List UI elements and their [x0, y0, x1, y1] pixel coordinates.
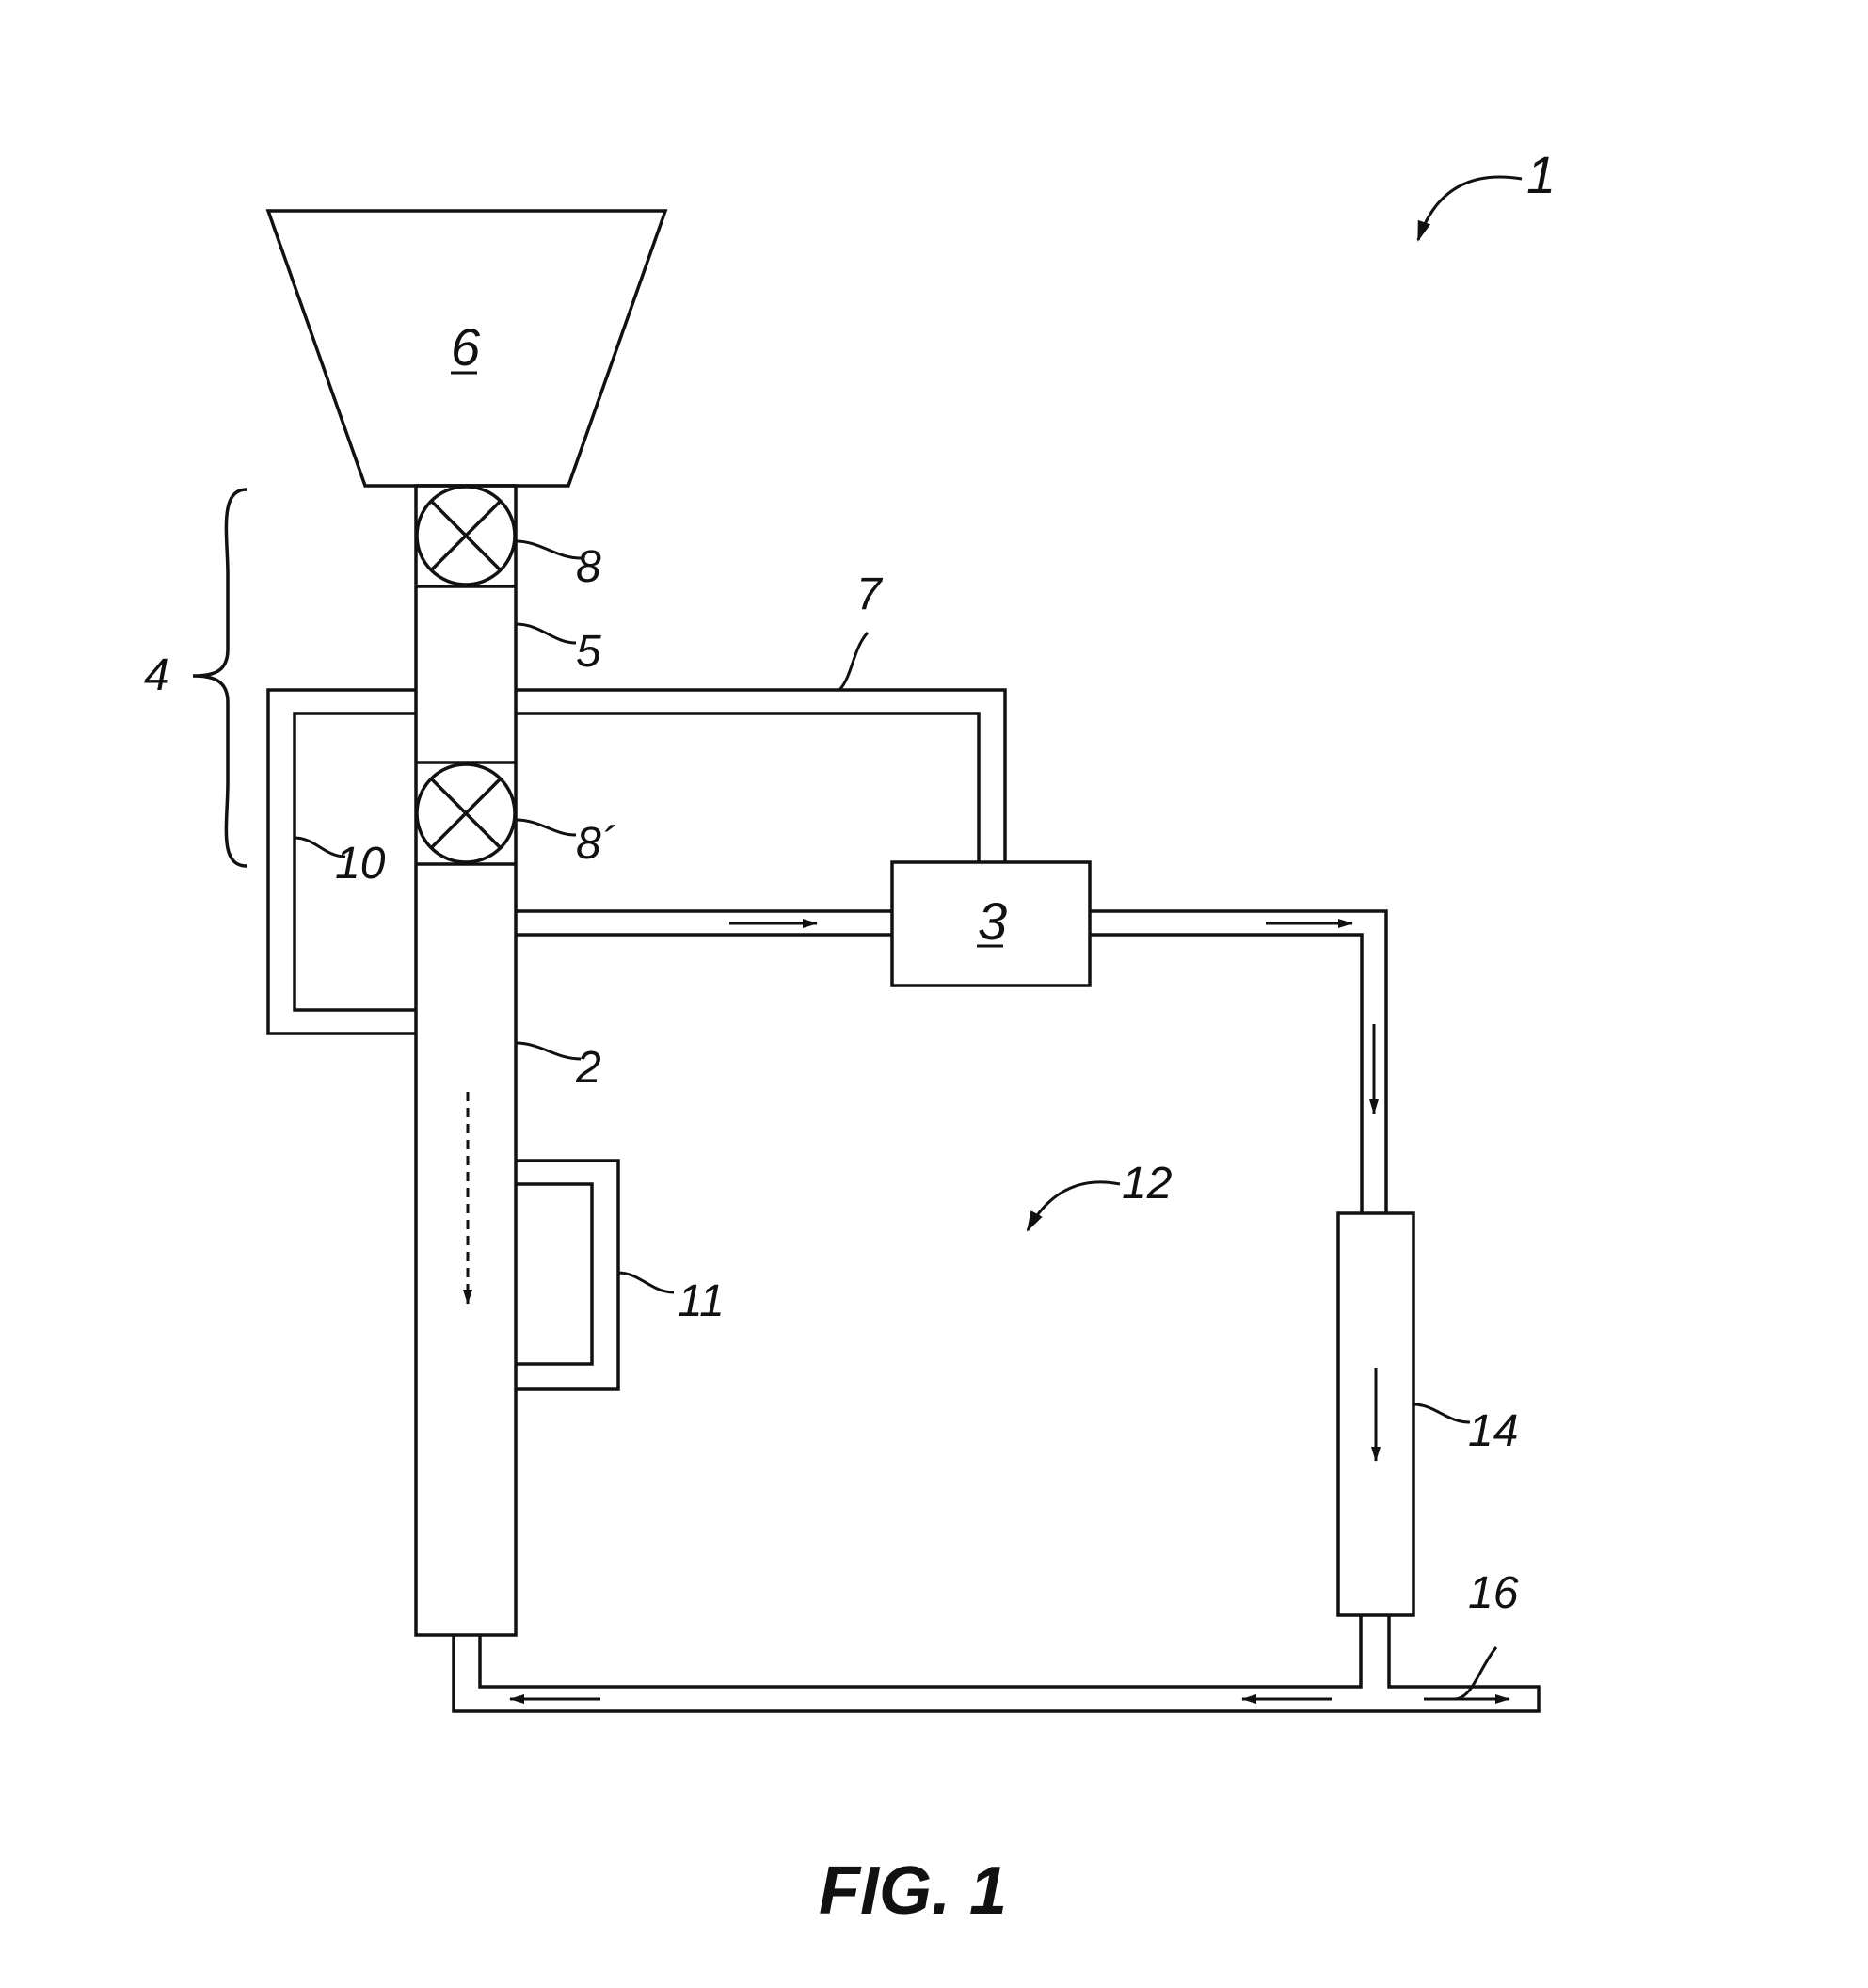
jacket-inner [516, 1184, 592, 1364]
return-line-outer [480, 1615, 1361, 1687]
label-11: 11 [678, 1276, 725, 1326]
label-2: 2 [575, 1043, 601, 1093]
label-4: 4 [144, 650, 169, 700]
main-pipe [416, 486, 516, 1635]
label-8-prime: 8´ [576, 819, 616, 869]
leader-11 [618, 1273, 674, 1292]
label-10: 10 [335, 839, 386, 889]
label-16: 16 [1468, 1568, 1519, 1618]
return-line-bottom [454, 1615, 1539, 1711]
leader-12 [1028, 1182, 1120, 1230]
leader-2 [516, 1043, 581, 1059]
label-12: 12 [1122, 1159, 1172, 1209]
label-8: 8 [576, 542, 601, 592]
leader-8-prime [516, 820, 576, 835]
jacket-outer [516, 1161, 618, 1389]
label-14: 14 [1468, 1406, 1518, 1456]
leader-7 [839, 633, 868, 690]
label-5: 5 [576, 627, 601, 677]
hopper-label: 6 [451, 317, 481, 377]
label-7: 7 [856, 569, 884, 619]
valve-lower-symbol [417, 764, 515, 862]
valve-upper-symbol [417, 487, 515, 585]
leader-14 [1413, 1404, 1470, 1422]
figure-caption: FIG. 1 [819, 1853, 1007, 1929]
unit-3-label: 3 [978, 891, 1007, 951]
label-1: 1 [1526, 145, 1556, 204]
leader-8 [516, 541, 582, 558]
leader-1 [1418, 177, 1522, 240]
leader-16 [1454, 1647, 1496, 1699]
lock-section-brace [193, 489, 247, 866]
leader-5 [516, 624, 576, 643]
